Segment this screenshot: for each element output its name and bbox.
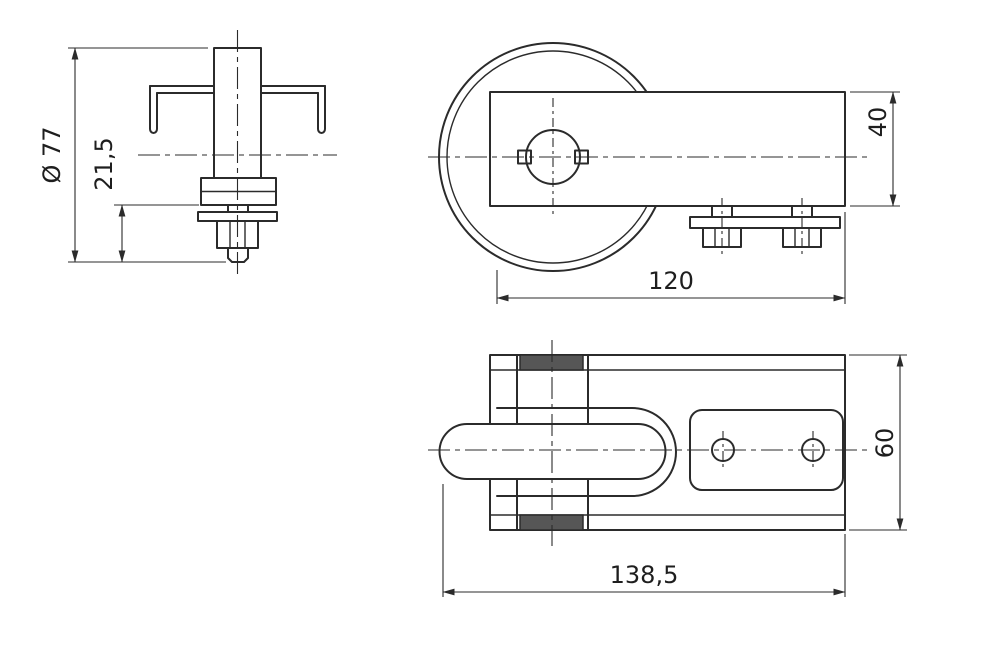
dim-label-total-length: 138,5 — [610, 561, 679, 589]
axle-hex-nut-facets — [229, 220, 246, 249]
side-view: 40 120 — [428, 42, 900, 304]
mount-hex-head-right-facets — [794, 227, 810, 248]
mount-strip — [689, 216, 841, 229]
front-view: Ø 77 21,5 — [38, 30, 337, 278]
front-extension-lines — [68, 47, 226, 263]
top-extension-lines — [442, 354, 907, 597]
dim-label-bolt-offset: 21,5 — [90, 137, 118, 190]
dim-label-plate-length: 120 — [648, 267, 694, 295]
side-extension-lines — [496, 91, 900, 304]
dim-label-wheel-diameter: Ø 77 — [38, 126, 66, 183]
wheel-slot — [496, 407, 677, 497]
mount-hex-head-left-facets — [714, 227, 730, 248]
top-view: 60 138,5 — [428, 340, 907, 597]
dim-label-plate-width: 60 — [871, 428, 899, 459]
dim-label-plate-height: 40 — [864, 107, 892, 138]
axle-bolt-shank — [227, 204, 249, 213]
mount-bolt-shanks — [711, 205, 813, 218]
bracket-flange-left — [149, 85, 158, 134]
bracket-flange-right — [317, 85, 326, 134]
